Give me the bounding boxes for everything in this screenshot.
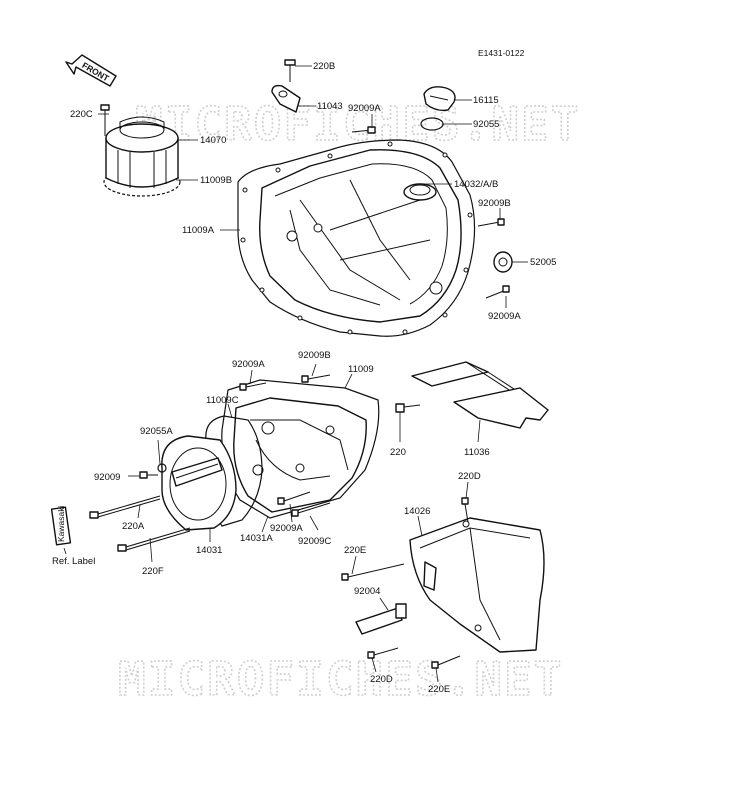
bolt-92009a-mid — [239, 382, 267, 391]
label-92055a: 92055A — [140, 426, 173, 437]
cover-14031 — [161, 435, 237, 531]
diagram-code: E1431-0122 — [478, 48, 525, 58]
label-92009c: 92009C — [298, 536, 331, 547]
oil-filler-cap-16115 — [423, 86, 456, 112]
label-92009a-low: 92009A — [270, 523, 303, 534]
o-ring-92055a — [157, 463, 167, 473]
label-11036: 11036 — [464, 447, 490, 458]
bolt-92009a-right — [485, 285, 510, 299]
cover-14026 — [409, 517, 545, 653]
label-92004: 92004 — [354, 586, 380, 597]
label-11043: 11043 — [317, 101, 343, 112]
label-220d-top: 220D — [458, 471, 481, 482]
label-220e-left: 220E — [344, 545, 366, 556]
label-220e-bottom: 220E — [428, 684, 450, 695]
bolt-92009b-right — [477, 218, 505, 227]
label-92009a-right: 92009A — [488, 311, 521, 322]
plug-52005 — [493, 251, 513, 273]
label-92009a-top: 92009A — [348, 103, 381, 114]
bolt-92009a-top — [351, 126, 376, 134]
label-220f: 220F — [142, 566, 164, 577]
label-14031: 14031 — [196, 545, 222, 556]
bolt-220a — [89, 495, 161, 519]
oil-filter-cover-14070 — [103, 116, 181, 197]
label-92009b-mid: 92009B — [298, 350, 331, 361]
clamp-11043 — [271, 84, 301, 113]
front-arrow-icon: FRONT — [65, 54, 117, 87]
watermark-top: MICROFICHES.NET — [135, 97, 580, 151]
bolt-220b — [284, 59, 296, 82]
bolt-92009c — [291, 502, 331, 517]
label-220d-bottom: 220D — [370, 674, 393, 685]
label-11009: 11009 — [348, 364, 374, 375]
ref-label: Kawasaki — [50, 506, 72, 546]
label-220c: 220C — [70, 109, 93, 120]
label-14032: 14032/A/B — [454, 179, 498, 190]
label-92009b-right: 92009B — [478, 198, 511, 209]
label-92055: 92055 — [473, 119, 499, 130]
label-92009: 92009 — [94, 472, 120, 483]
label-14031a: 14031A — [240, 533, 273, 544]
watermark-bottom: MICROFICHES.NET — [118, 652, 563, 706]
nipple-92004 — [355, 603, 407, 635]
bolt-220e-bottom — [431, 655, 461, 669]
label-220a: 220A — [122, 521, 145, 532]
cover-14031a — [233, 397, 367, 513]
bolt-92009b-mid — [301, 374, 331, 383]
label-220: 220 — [390, 447, 406, 458]
label-92009a-mid: 92009A — [232, 359, 265, 370]
bolt-92009 — [139, 471, 158, 479]
bolt-220d-bottom — [367, 647, 399, 659]
label-ref-label: Ref. Label — [52, 556, 95, 567]
bolt-220 — [395, 403, 421, 413]
label-14026: 14026 — [404, 506, 430, 517]
clutch-cover-14032 — [237, 139, 476, 337]
bolt-92009a-low — [277, 491, 311, 505]
label-220b: 220B — [313, 61, 335, 72]
label-11009b: 11009B — [200, 175, 232, 186]
label-52005: 52005 — [530, 257, 556, 268]
bolt-220e-left — [341, 563, 405, 581]
bolt-220f — [117, 527, 191, 552]
leader-lines — [63, 65, 528, 683]
label-14070: 14070 — [200, 135, 226, 146]
label-16115: 16115 — [473, 95, 499, 106]
label-11009a: 11009A — [182, 225, 215, 236]
label-11009c: 11009C — [206, 395, 239, 406]
ref-label-brand: Kawasaki — [56, 506, 66, 542]
bolt-220d-top — [461, 497, 469, 523]
part-labels: 220B 11043 92009A 16115 92055 220C 14070… — [52, 61, 556, 695]
plate-11036 — [411, 361, 549, 429]
bolt-220c — [100, 104, 110, 136]
